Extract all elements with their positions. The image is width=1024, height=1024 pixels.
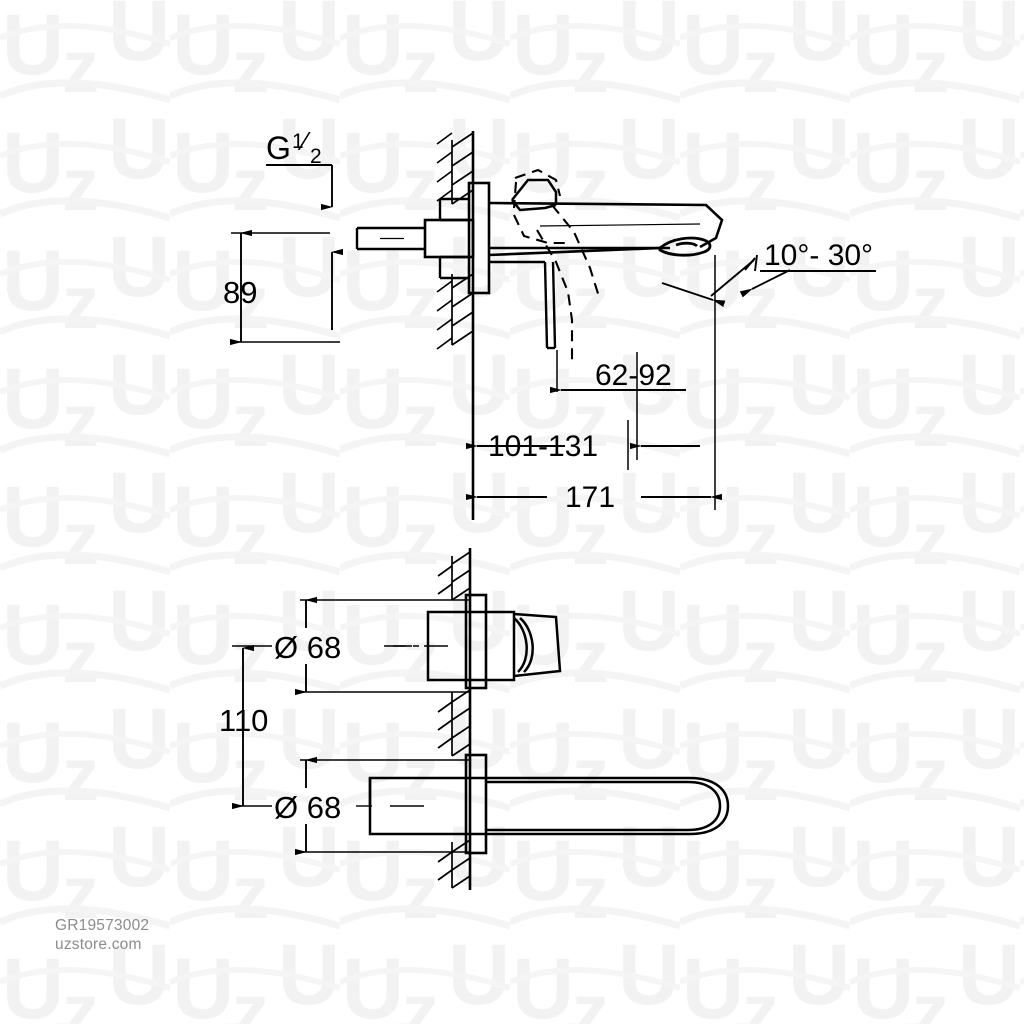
mixer-body-top [438,197,469,280]
handle-lever-front [513,612,562,678]
label-spacing-110: 110 [219,703,268,738]
spout-plan-outline [368,776,730,836]
wall-hatch-upper [436,132,474,205]
footer: GR19573002 uzstore.com [55,916,149,954]
label-reach-171: 171 [565,481,615,514]
top-view-group [230,131,876,520]
label-thread-numerator: 1 [292,130,304,153]
dim-angle-leaders [661,254,791,308]
escutcheon-lower [464,753,488,855]
label-thread-denominator: 2 [310,145,322,168]
lever-handle-solid [511,178,558,212]
label-reach-62-92: 62-92 [595,359,672,392]
wall-hatch-bottom-a [437,551,471,601]
label-diameter-upper: Ø 68 [274,630,341,665]
label-thread-g: G [266,130,291,166]
dim-diameter-lower [295,756,470,856]
lever-handle-phantom [512,168,602,360]
escutcheon-upper [464,593,488,690]
label-diameter-lower: Ø 68 [274,790,341,825]
spout-underside-plate [489,260,557,350]
wall-hatch-bottom-b [437,689,471,757]
spout-centerline [539,223,701,227]
dim-thread-leader [266,164,333,211]
dim-extension-lines-top [472,255,716,510]
label-reach-101-131: 101-131 [488,430,598,463]
dim-diameter-upper [295,596,470,696]
angle-tick [744,257,756,271]
article-code: GR19573002 [55,917,150,934]
wall-hatch-lower [436,273,474,350]
bottom-view-group [232,548,730,890]
dim-89 [230,229,343,346]
inlet-pipe [355,226,425,251]
dim-110 [232,644,272,810]
spout-lower-edge [488,246,661,257]
dim-101-131 [466,420,700,470]
spout-aerator [658,236,712,257]
pipe-body [423,218,475,259]
site-url: uzstore.com [55,936,142,953]
label-angle-range: 10°- 30° [764,239,873,272]
escutcheon-plate-top [467,181,491,295]
label-height-89: 89 [223,275,257,310]
